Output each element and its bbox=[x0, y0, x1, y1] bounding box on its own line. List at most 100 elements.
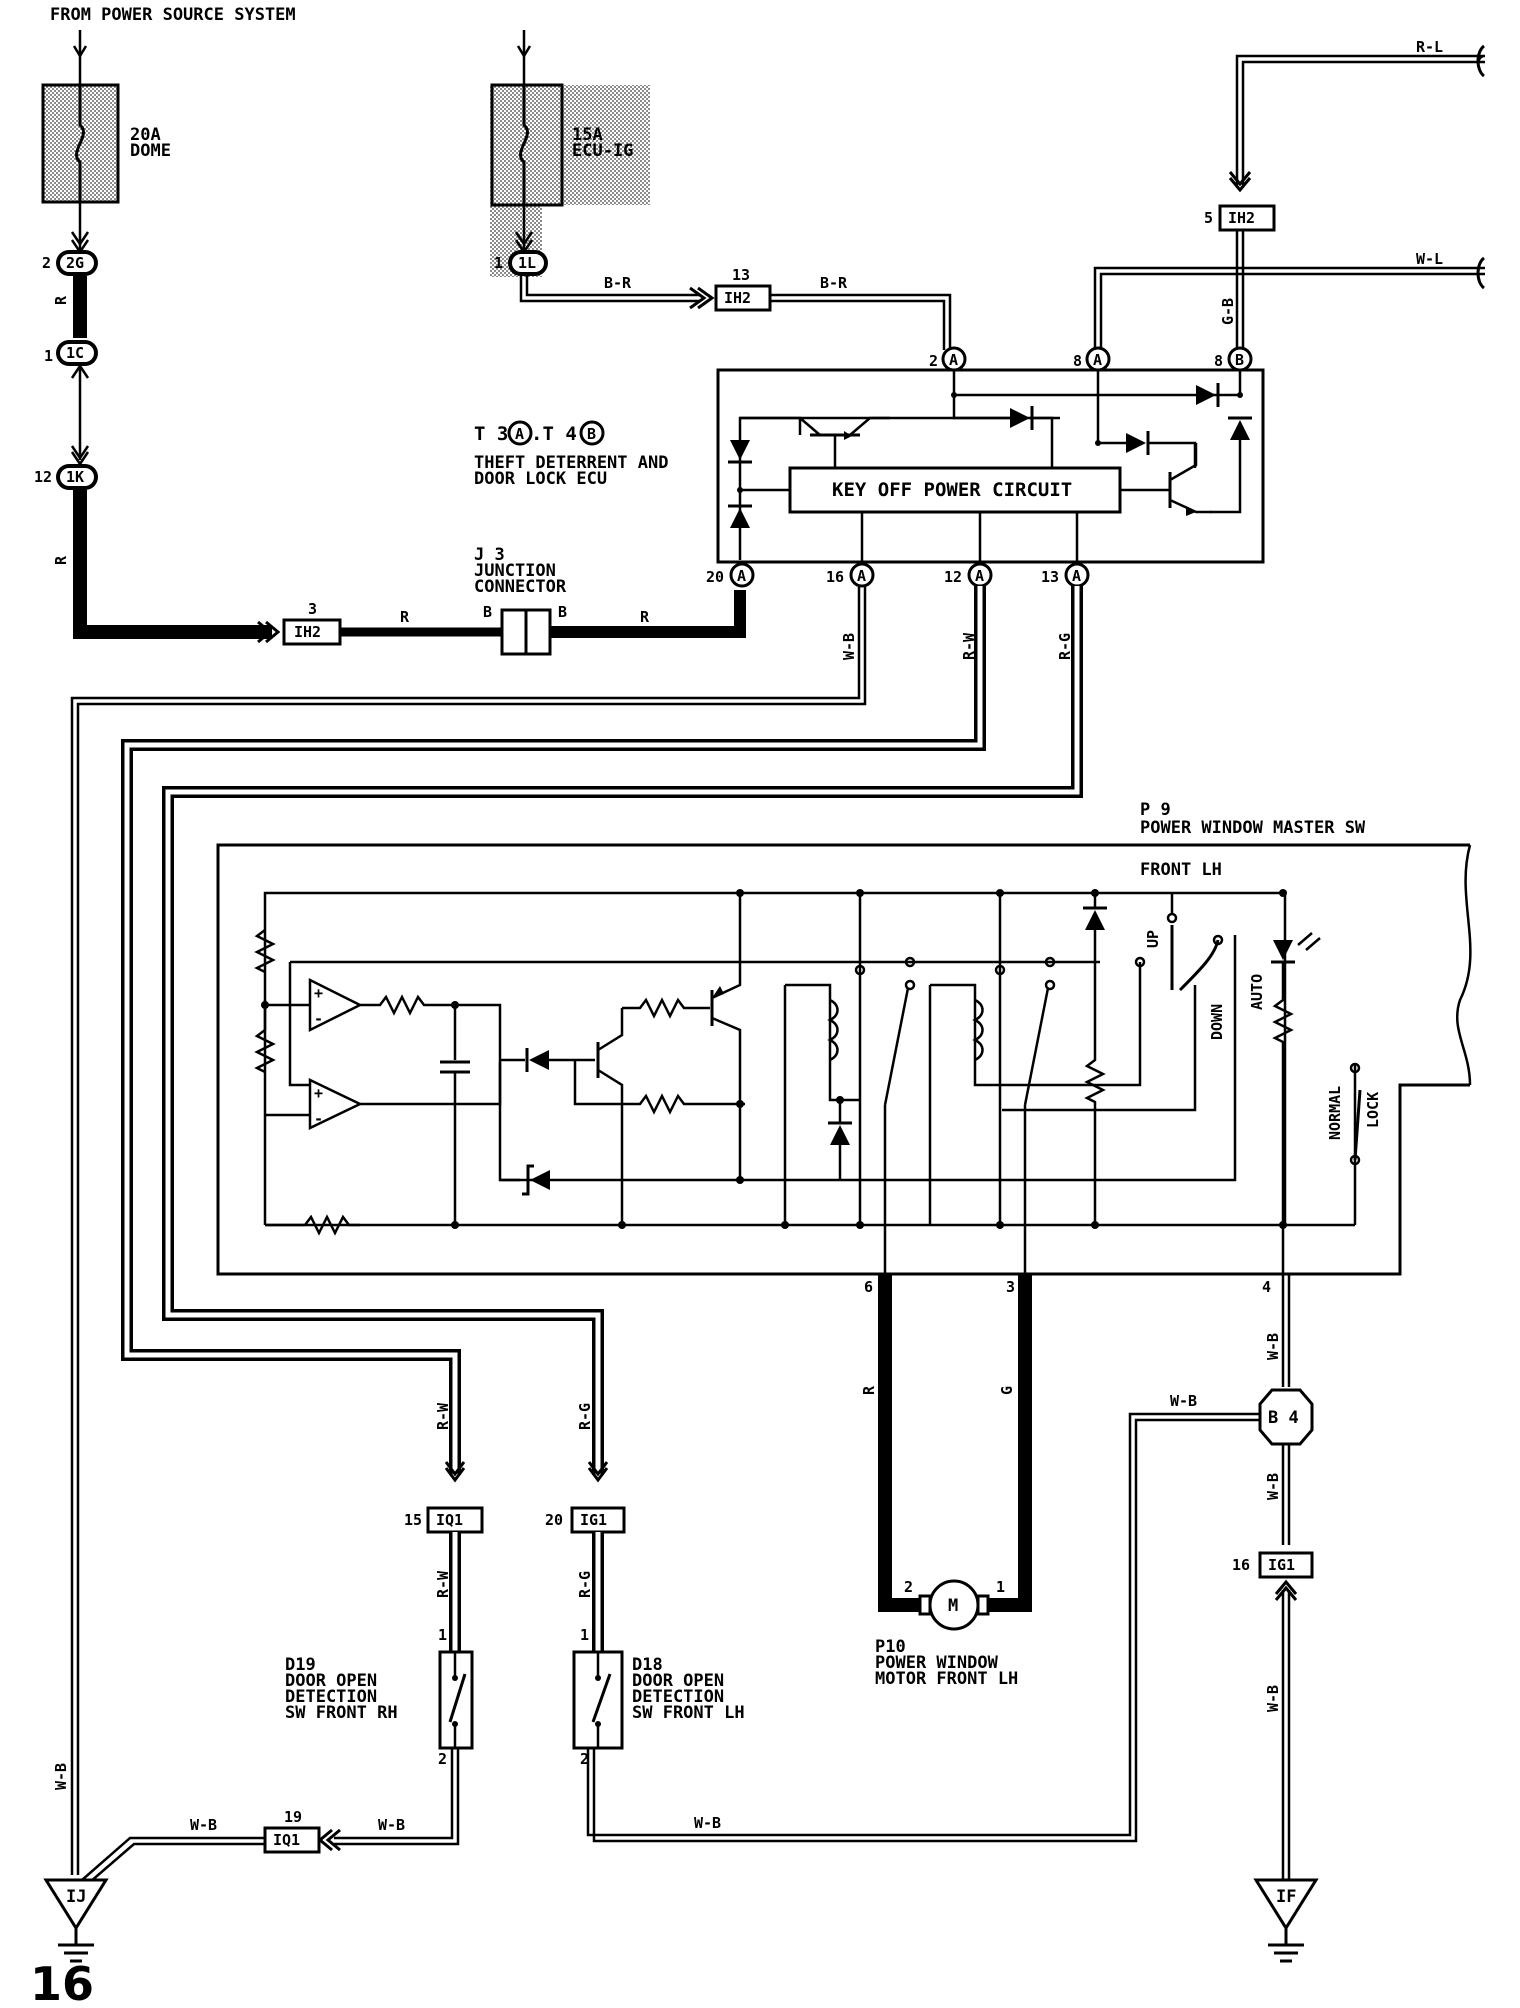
wire-color-label: W-B bbox=[840, 633, 858, 660]
wire-color-label: W-L bbox=[1416, 250, 1443, 268]
power-window-master-switch: P 9 POWER WINDOW MASTER SW FRONT LH + - … bbox=[216, 800, 1472, 1296]
splice-id: B 4 bbox=[1268, 1408, 1299, 1428]
junction-id: J 3 bbox=[474, 545, 505, 565]
wire-color-label: R-L bbox=[1416, 38, 1443, 56]
wire-g-motor bbox=[985, 1274, 1032, 1612]
switch-pin: 4 bbox=[1262, 1278, 1271, 1296]
key-off-power-circuit bbox=[788, 466, 1122, 514]
connector-id: 2G bbox=[66, 254, 84, 272]
switch-label-normal: NORMAL bbox=[1326, 1086, 1344, 1140]
door-switch-front-rh: 1 2 D19 DOOR OPEN DETECTION SW FRONT RH bbox=[285, 1626, 474, 1768]
motor-pin: 1 bbox=[996, 1578, 1005, 1596]
wire-color-label: R bbox=[52, 555, 70, 565]
junction-connector-j3: J 3 JUNCTION CONNECTOR B B bbox=[474, 545, 567, 656]
switch-pin: 6 bbox=[864, 1278, 873, 1296]
motor-id: P10 bbox=[875, 1637, 906, 1657]
connector-pin: 20 bbox=[545, 1511, 563, 1529]
wire-color-label: B bbox=[558, 603, 567, 621]
motor-name: POWER WINDOW bbox=[875, 1653, 999, 1673]
connector-1k: 12 1K bbox=[34, 464, 98, 490]
switch-name: DETECTION bbox=[632, 1687, 724, 1707]
fuse-element-icon bbox=[519, 85, 529, 205]
ecu-pin-letter: A bbox=[975, 567, 984, 585]
fuse-element-icon bbox=[75, 85, 85, 202]
ground-label: IF bbox=[1276, 1887, 1296, 1907]
switch-id: P 9 bbox=[1140, 800, 1171, 820]
switch-name: DOOR OPEN bbox=[632, 1671, 724, 1691]
ecu-pin-num: 20 bbox=[706, 568, 724, 586]
dome-fuse-branch: 20A DOME bbox=[41, 30, 171, 255]
wire-color-label: W-B bbox=[1264, 1333, 1282, 1360]
connector-id: IQ1 bbox=[436, 1511, 463, 1529]
op-amp-icon bbox=[308, 1078, 363, 1130]
wire-color-label: B-R bbox=[604, 274, 632, 292]
ecu-pin-num: 2 bbox=[929, 352, 938, 370]
connector-id: IH2 bbox=[294, 623, 321, 641]
connector-ig1-16: 16 IG1 bbox=[1232, 1551, 1314, 1579]
connector-id: IG1 bbox=[1268, 1556, 1295, 1574]
motor-name: MOTOR FRONT LH bbox=[875, 1669, 1018, 1689]
switch-pin: 3 bbox=[1006, 1278, 1015, 1296]
wire-color-label: G-B bbox=[1219, 298, 1237, 325]
svg-text:-: - bbox=[314, 1110, 323, 1128]
connector-ih2-5: 5 IH2 bbox=[1204, 204, 1276, 232]
wire-continuation-icon bbox=[1476, 256, 1486, 290]
switch-pin: 1 bbox=[438, 1626, 447, 1644]
switch-name: DETECTION bbox=[285, 1687, 377, 1707]
wire-color-label: R-G bbox=[576, 1571, 594, 1598]
ecu-fuse-rating: 15A bbox=[572, 125, 603, 145]
wire-color-label: W-B bbox=[1264, 1473, 1282, 1500]
connector-1l: 1 1L bbox=[494, 250, 548, 276]
switch-name: SW FRONT RH bbox=[285, 1703, 398, 1723]
connector-pin: 13 bbox=[732, 266, 750, 284]
connector-1c: 1 1C bbox=[44, 340, 98, 366]
connector-pin: 1 bbox=[494, 254, 503, 272]
wire-color-label: G bbox=[998, 1386, 1016, 1395]
connector-id: IQ1 bbox=[273, 1831, 300, 1849]
switch-pin: 2 bbox=[438, 1750, 447, 1768]
wire-color-label: W-B bbox=[1170, 1392, 1197, 1410]
switch-pin: 1 bbox=[580, 1626, 589, 1644]
switch-label-auto: AUTO bbox=[1248, 974, 1266, 1010]
ecu-pin-num: 8 bbox=[1073, 352, 1082, 370]
wire-color-label: W-B bbox=[694, 1814, 721, 1832]
wire-color-label: R-W bbox=[434, 1402, 452, 1430]
wire-color-label: W-B bbox=[190, 1816, 217, 1834]
connector-id: IG1 bbox=[580, 1511, 607, 1529]
ground-ij: IJ bbox=[43, 1878, 109, 1963]
theft-deterrent-ecu: T 3 A .T 4 B THEFT DETERRENT AND DOOR LO… bbox=[474, 346, 1265, 588]
ecu-pin-letter: B bbox=[1235, 351, 1244, 369]
ecu-fuse-name: ECU-IG bbox=[572, 141, 633, 161]
connector-pin: 5 bbox=[1204, 209, 1213, 227]
wire-color-label: W-B bbox=[52, 1763, 70, 1790]
ecu-id-sep: .T 4 bbox=[531, 423, 577, 445]
ecu-pin-letter: A bbox=[949, 351, 958, 369]
junction-line2: CONNECTOR bbox=[474, 577, 567, 597]
ecu-ig-fuse bbox=[490, 83, 564, 207]
ground-icon bbox=[1253, 1878, 1319, 1931]
ecu-pin-num: 16 bbox=[826, 568, 844, 586]
wire-color-label: R-G bbox=[1056, 633, 1074, 660]
connector-ig1-20: 20 IG1 bbox=[545, 1506, 626, 1534]
wire-color-label: R bbox=[52, 295, 70, 305]
motor-pin: 2 bbox=[904, 1578, 913, 1596]
wire-continuation-icon bbox=[1476, 44, 1486, 78]
switch-pin: 2 bbox=[580, 1750, 589, 1768]
ground-icon bbox=[43, 1878, 109, 1931]
svg-text:+: + bbox=[314, 1084, 323, 1102]
ecu-name: THEFT DETERRENT AND bbox=[474, 453, 668, 473]
ecu-id-letter: A bbox=[515, 425, 524, 443]
connector-pin: 16 bbox=[1232, 1556, 1250, 1574]
ecu-pin-letter: A bbox=[857, 567, 866, 585]
ecu-id: T 3 bbox=[474, 423, 508, 445]
ecu-pin-num: 8 bbox=[1214, 352, 1223, 370]
ecu-name: DOOR LOCK ECU bbox=[474, 469, 607, 489]
connector-ih2-3: 3 IH2 bbox=[282, 600, 342, 646]
ground-if: IF bbox=[1253, 1878, 1319, 1963]
wire-r-motor bbox=[878, 1274, 922, 1612]
switch-name: SW FRONT LH bbox=[632, 1703, 745, 1723]
svg-text:+: + bbox=[314, 984, 323, 1002]
svg-text:-: - bbox=[314, 1010, 323, 1028]
led-icon bbox=[1273, 940, 1293, 960]
